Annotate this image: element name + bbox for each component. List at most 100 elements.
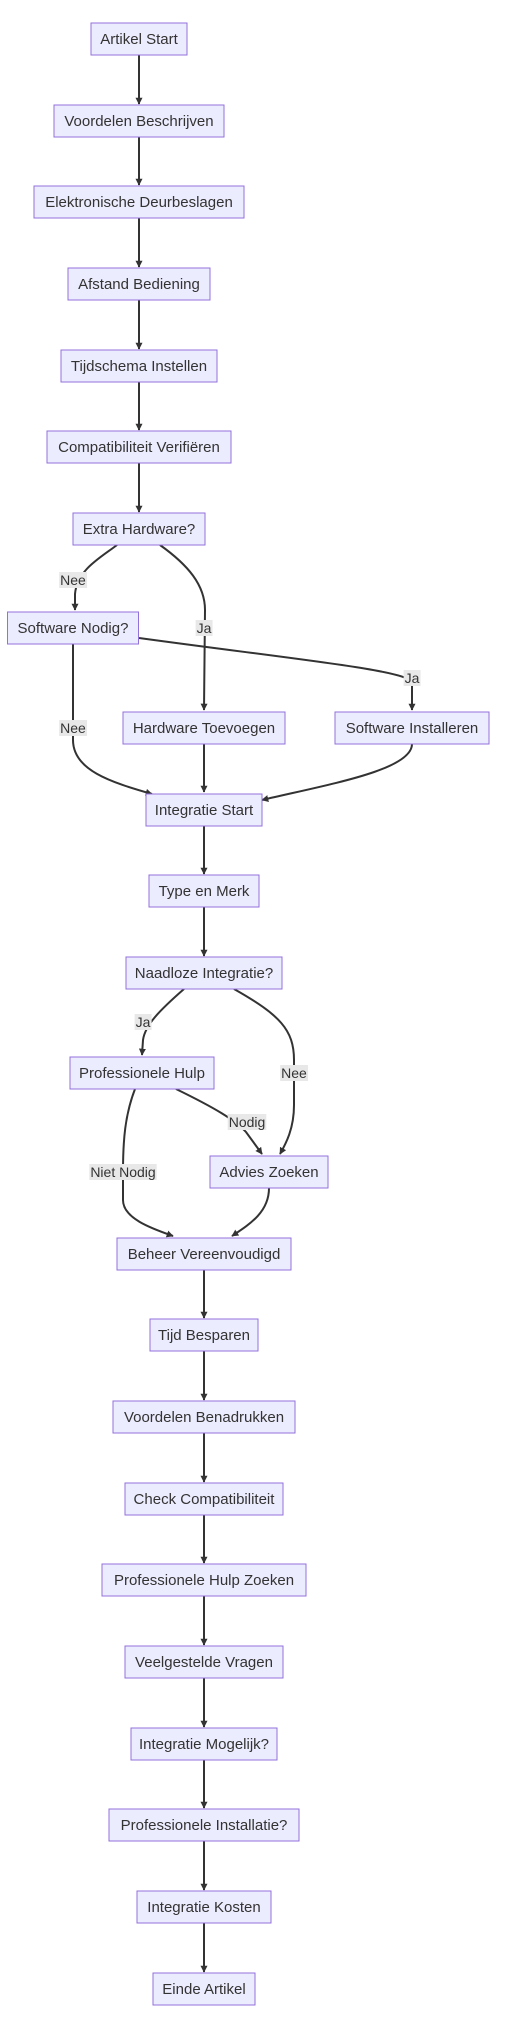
edge-naadloos-to-prof_hulp <box>138 988 185 1056</box>
node-box <box>124 1482 284 1516</box>
node-advies: Advies Zoeken <box>209 1155 329 1189</box>
node-label: Voordelen Beschrijven <box>64 113 213 130</box>
edge-sw_nodig-to-sw_installeren <box>138 637 416 711</box>
node-box <box>152 1972 256 2006</box>
edge-label-text: Ja <box>405 670 420 686</box>
edge-label-extra_hw-to-sw_nodig: Nee <box>59 572 88 588</box>
node-box <box>69 1056 215 1090</box>
edge-label-text: Nee <box>281 1065 307 1081</box>
node-box <box>72 512 206 546</box>
node-label: Professionele Hulp <box>79 1065 205 1082</box>
node-tijd: Tijd Besparen <box>149 1318 259 1352</box>
node-prof-install: Professionele Installatie? <box>108 1808 300 1842</box>
node-label: Compatibiliteit Verifiëren <box>58 439 220 456</box>
edge-label-text: Nee <box>60 720 86 736</box>
node-prof-hulp: Professionele Hulp <box>69 1056 215 1090</box>
edge-extra_hw-to-hw_toevoegen <box>159 544 208 711</box>
node-prof-zoeken: Professionele Hulp Zoeken <box>101 1563 307 1597</box>
node-faq: Veelgestelde Vragen <box>124 1645 284 1679</box>
node-box <box>46 430 232 464</box>
node-box <box>334 711 490 745</box>
edge-prof_hulp-to-advies <box>175 1088 263 1155</box>
node-label: Artikel Start <box>100 31 178 48</box>
edge-label-sw_nodig-to-sw_installeren: Ja <box>403 670 421 686</box>
node-label: Tijdschema Instellen <box>71 358 207 375</box>
node-box <box>90 22 188 56</box>
node-box <box>67 267 211 301</box>
edge-advies-to-beheer <box>231 1187 270 1237</box>
node-box <box>53 104 225 138</box>
edge-label-text: Nee <box>60 572 86 588</box>
node-label: Check Compatibiliteit <box>134 1491 276 1508</box>
node-label: Extra Hardware? <box>83 521 196 538</box>
edge-sw_nodig-to-integratie_start <box>72 644 153 796</box>
node-benadrukken: Voordelen Benadrukken <box>112 1400 296 1434</box>
node-tijdschema: Tijdschema Instellen <box>60 349 218 383</box>
node-box <box>125 956 283 990</box>
edge-label-extra_hw-to-hw_toevoegen: Ja <box>195 620 213 636</box>
node-voordelen: Voordelen Beschrijven <box>53 104 225 138</box>
node-box <box>149 1318 259 1352</box>
node-label: Advies Zoeken <box>219 1164 318 1181</box>
node-label: Hardware Toevoegen <box>133 720 275 737</box>
node-naadloos: Naadloze Integratie? <box>125 956 283 990</box>
node-label: Veelgestelde Vragen <box>135 1654 273 1671</box>
node-label: Integratie Kosten <box>147 1899 260 1916</box>
node-box <box>33 185 245 219</box>
edge-label-text: Nodig <box>229 1114 266 1130</box>
edge-prof_hulp-to-beheer <box>122 1088 174 1238</box>
node-box <box>124 1645 284 1679</box>
edge-label-prof_hulp-to-beheer: Niet Nodig <box>89 1164 157 1180</box>
edge-label-naadloos-to-prof_hulp: Ja <box>134 1014 152 1030</box>
edge-label-text: Niet Nodig <box>90 1164 155 1180</box>
node-label: Einde Artikel <box>162 1981 245 1998</box>
edge-label-prof_hulp-to-advies: Nodig <box>227 1114 267 1130</box>
node-label: Beheer Vereenvoudigd <box>128 1246 281 1263</box>
node-type-merk: Type en Merk <box>148 874 260 908</box>
edge-label-sw_nodig-to-integratie_start: Nee <box>59 720 88 736</box>
edge-label-text: Ja <box>197 620 212 636</box>
node-elektronisch: Elektronische Deurbeslagen <box>33 185 245 219</box>
node-box <box>148 874 260 908</box>
node-sw-nodig: Software Nodig? <box>7 611 139 645</box>
node-box <box>116 1237 292 1271</box>
node-afstand: Afstand Bediening <box>67 267 211 301</box>
node-compat: Compatibiliteit Verifiëren <box>46 430 232 464</box>
node-hw-toevoegen: Hardware Toevoegen <box>122 711 286 745</box>
edge-sw_installeren-to-integratie_start <box>261 743 413 802</box>
node-label: Integratie Start <box>155 802 254 819</box>
node-kosten: Integratie Kosten <box>136 1890 272 1924</box>
node-label: Naadloze Integratie? <box>135 965 273 982</box>
node-label: Software Installeren <box>346 720 479 737</box>
node-box <box>136 1890 272 1924</box>
node-label: Afstand Bediening <box>78 276 200 293</box>
node-beheer: Beheer Vereenvoudigd <box>116 1237 292 1271</box>
node-start: Artikel Start <box>90 22 188 56</box>
node-sw-installeren: Software Installeren <box>334 711 490 745</box>
node-label: Integratie Mogelijk? <box>139 1736 269 1753</box>
node-label: Elektronische Deurbeslagen <box>45 194 233 211</box>
node-box <box>145 793 263 827</box>
node-box <box>60 349 218 383</box>
node-label: Software Nodig? <box>18 620 129 637</box>
node-label: Tijd Besparen <box>158 1327 250 1344</box>
edge-label-text: Ja <box>136 1014 151 1030</box>
edges <box>71 55 416 1973</box>
node-einde: Einde Artikel <box>152 1972 256 2006</box>
node-box <box>108 1808 300 1842</box>
edge-extra_hw-to-sw_nodig <box>71 544 118 611</box>
node-box <box>130 1727 278 1761</box>
node-label: Professionele Hulp Zoeken <box>114 1572 294 1589</box>
node-check-compat: Check Compatibiliteit <box>124 1482 284 1516</box>
node-box <box>7 611 139 645</box>
node-box <box>112 1400 296 1434</box>
node-mogelijk: Integratie Mogelijk? <box>130 1727 278 1761</box>
node-label: Voordelen Benadrukken <box>124 1409 284 1426</box>
node-box <box>101 1563 307 1597</box>
node-box <box>209 1155 329 1189</box>
node-label: Type en Merk <box>159 883 250 900</box>
node-extra-hw: Extra Hardware? <box>72 512 206 546</box>
